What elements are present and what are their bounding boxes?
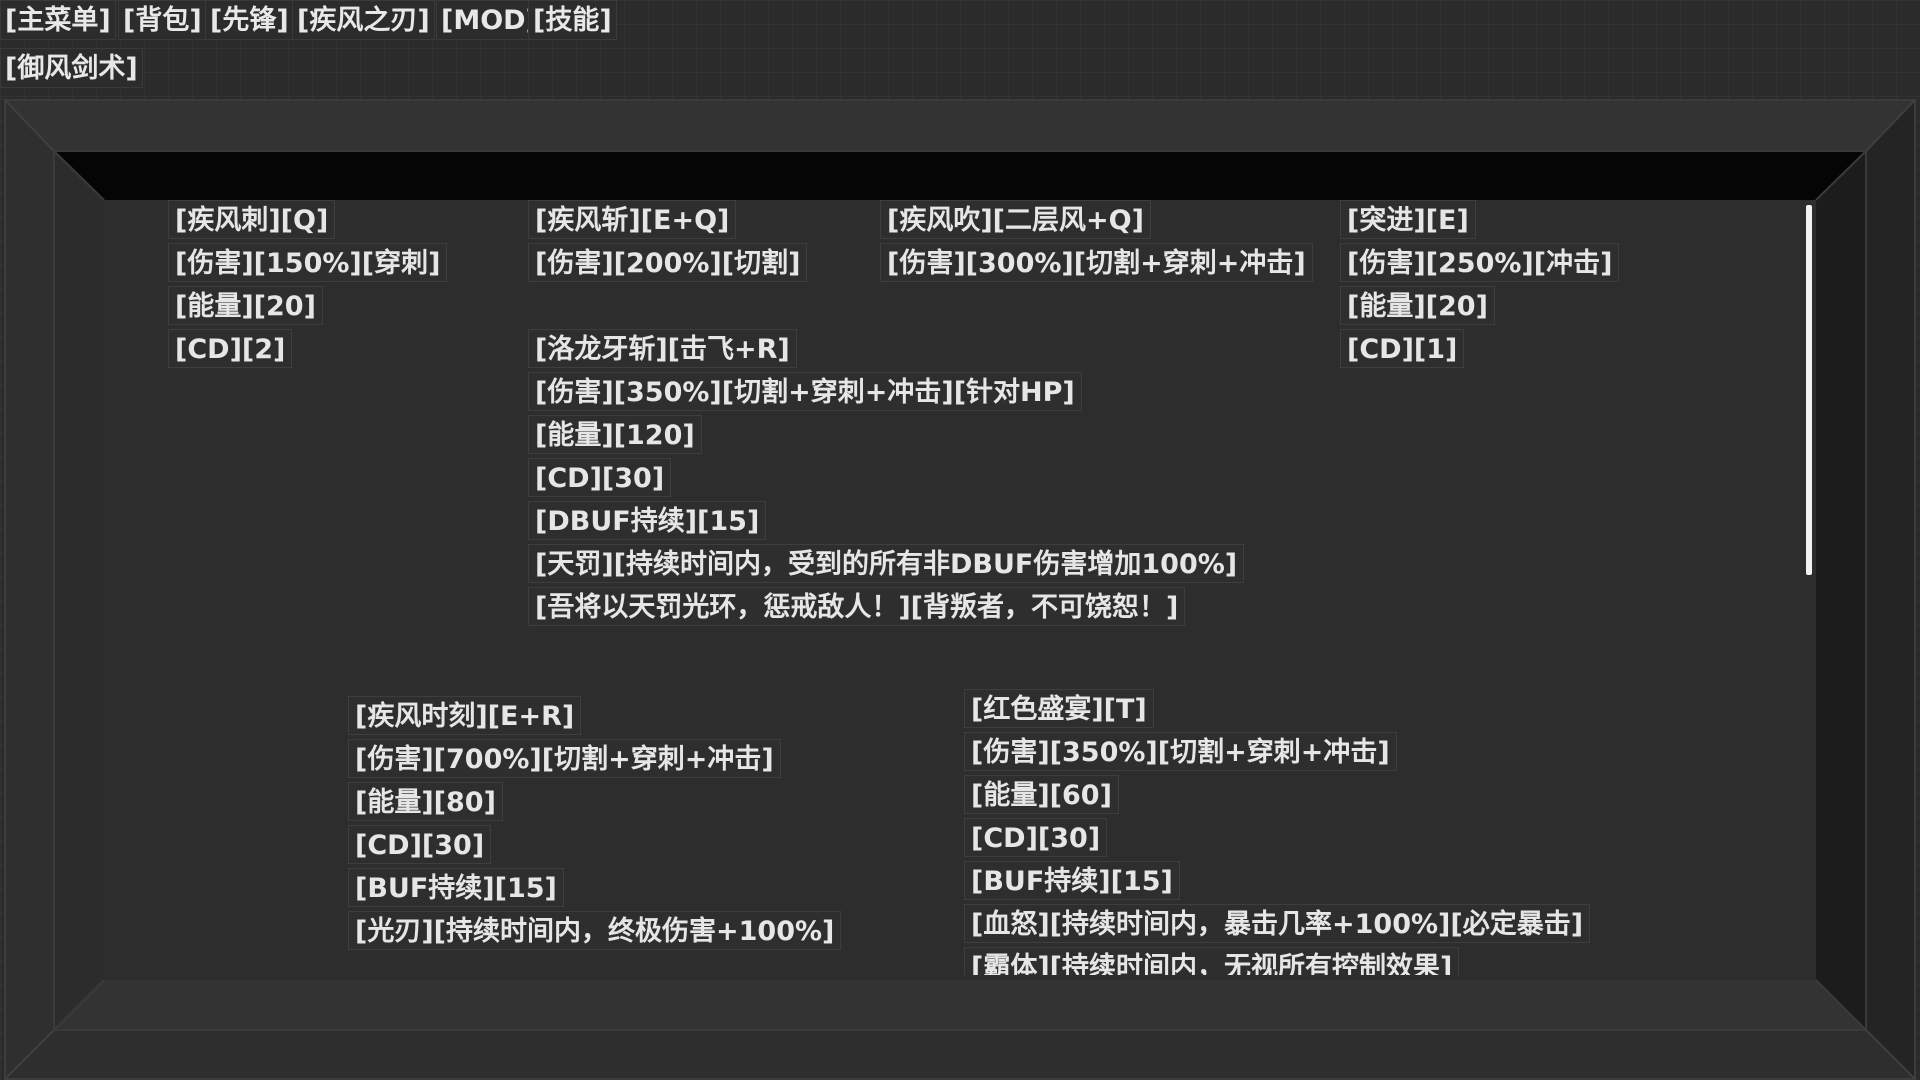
skill-jifengshike-energy: [能量][80] [348, 782, 503, 821]
skill-tujin-damage: [伤害][250%][冲击] [1340, 243, 1620, 282]
skill-jifengzhan-name[interactable]: [疾风斩][E+Q] [528, 200, 737, 239]
nav-vanguard[interactable]: [先锋] [205, 0, 294, 40]
skill-luolongyazhan-quote: [吾将以天罚光环，惩戒敌人！][背叛者，不可饶恕！] [528, 587, 1186, 626]
skill-luolongyazhan-effect: [天罚][持续时间内，受到的所有非DBUF伤害增加100%] [528, 544, 1245, 583]
skill-tujin-name[interactable]: [突进][E] [1340, 200, 1476, 239]
skill-jifengci-damage: [伤害][150%][穿刺] [168, 243, 448, 282]
skill-tujin-cd: [CD][1] [1340, 329, 1465, 368]
skill-list-viewport[interactable]: [疾风刺][Q] [伤害][150%][穿刺] [能量][20] [CD][2]… [104, 200, 1812, 975]
skill-list-scrollbar[interactable] [1806, 205, 1812, 575]
skill-luolongyazhan-name[interactable]: [洛龙牙斩][击飞+R] [528, 329, 797, 368]
skill-hongseshengyan-effect-super-armor: [霸体][持续时间内，无视所有控制效果] [964, 947, 1460, 975]
skill-hongseshengyan-damage: [伤害][350%][切割+穿刺+冲击] [964, 732, 1397, 771]
skill-hongseshengyan-name[interactable]: [红色盛宴][T] [964, 689, 1154, 728]
skill-jifengchui-name[interactable]: [疾风吹][二层风+Q] [880, 200, 1151, 239]
skill-jifengshike-duration: [BUF持续][15] [348, 868, 564, 907]
skill-hongseshengyan-effect-blood-rage: [血怒][持续时间内，暴击几率+100%][必定暴击] [964, 904, 1591, 943]
skill-jifengshike-name[interactable]: [疾风时刻][E+R] [348, 696, 582, 735]
skill-jifengshike-cd: [CD][30] [348, 825, 492, 864]
nav-wind-blade[interactable]: [疾风之刃] [292, 0, 435, 40]
skill-hongseshengyan-cd: [CD][30] [964, 818, 1108, 857]
nav-mod[interactable]: [MOD] [436, 0, 543, 40]
nav-backpack[interactable]: [背包] [118, 0, 207, 40]
skill-jifengshike-damage: [伤害][700%][切割+穿刺+冲击] [348, 739, 781, 778]
nav-skills[interactable]: [技能] [528, 0, 617, 40]
skill-luolongyazhan-duration: [DBUF持续][15] [528, 501, 767, 540]
skill-jifengci-energy: [能量][20] [168, 286, 323, 325]
skill-luolongyazhan-cd: [CD][30] [528, 458, 672, 497]
nav-wind-sword-art[interactable]: [御风剑术] [0, 48, 143, 88]
skill-jifengshike-effect: [光刃][持续时间内，终极伤害+100%] [348, 911, 842, 950]
skill-jifengci-cd: [CD][2] [168, 329, 293, 368]
skill-luolongyazhan-damage: [伤害][350%][切割+穿刺+冲击][针对HP] [528, 372, 1082, 411]
nav-main-menu[interactable]: [主菜单] [0, 0, 116, 40]
skill-tujin-energy: [能量][20] [1340, 286, 1495, 325]
skill-jifengzhan-damage: [伤害][200%][切割] [528, 243, 808, 282]
skill-jifengchui-damage: [伤害][300%][切割+穿刺+冲击] [880, 243, 1313, 282]
skill-hongseshengyan-energy: [能量][60] [964, 775, 1119, 814]
skill-hongseshengyan-duration: [BUF持续][15] [964, 861, 1180, 900]
skill-jifengci-name[interactable]: [疾风刺][Q] [168, 200, 336, 239]
skill-luolongyazhan-energy: [能量][120] [528, 415, 702, 454]
